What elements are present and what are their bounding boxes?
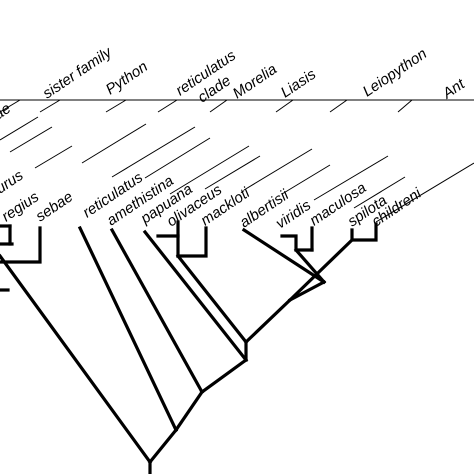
branch-viridis-node [280, 234, 314, 252]
leader-regius [9, 126, 53, 153]
group-label-cut: ae [0, 100, 14, 123]
group-label-leiopython: Leiopython [360, 45, 430, 100]
leader-olivaceus [169, 145, 250, 195]
divider-reticulatus-clade [105, 99, 127, 113]
leader-albertisii [243, 148, 313, 191]
branch-internal-1 [287, 279, 327, 303]
leader-amethistina [111, 126, 196, 178]
tree-branches [0, 220, 378, 474]
branch-papuana [142, 229, 249, 363]
branch-reticulatus [77, 225, 179, 433]
taxon-label-molurus: urus [0, 167, 27, 198]
branch-albertisii [241, 227, 327, 285]
divider-sister-family [0, 99, 21, 113]
taxon-label-sebae: sebae [33, 188, 76, 225]
divider-end [397, 99, 413, 113]
group-label-python: Python [103, 58, 151, 98]
group-label-sister-family: sister family [40, 43, 116, 102]
branch-internal-2 [243, 297, 293, 345]
divider-leiopython [275, 99, 294, 113]
branch-antaresia-stem [287, 237, 355, 303]
leader-childreni [375, 162, 474, 223]
leader-viridis [281, 164, 331, 195]
divider-antaresia [329, 99, 348, 113]
leader-papuana [144, 137, 211, 179]
leader-reticulatus [81, 123, 147, 164]
leader-molurus [0, 116, 39, 141]
group-label-antaresia: Ant [439, 75, 469, 103]
branch-internal-4 [199, 357, 249, 395]
leader-sebae [34, 145, 73, 169]
branch-leio-stem [293, 247, 327, 285]
branch-internal-6 [147, 427, 179, 465]
branch-liasis-stem [175, 253, 249, 345]
branch-internal-5 [173, 389, 205, 433]
divider-python [39, 99, 61, 113]
divider-morelia [157, 99, 178, 113]
branch-spilota-node [350, 222, 378, 242]
group-label-morelia: Morelia [230, 61, 280, 103]
branch-sebae [0, 226, 42, 264]
divider-liasis [209, 99, 228, 113]
leader-mackloti [204, 155, 261, 190]
leader-maculosa [313, 155, 389, 201]
branch-liasis-node [176, 226, 208, 258]
branch-python-stem [0, 253, 153, 465]
group-label-liasis: Liasis [278, 65, 320, 101]
leader-spilota [353, 176, 406, 209]
branch-amethistina [109, 227, 205, 395]
